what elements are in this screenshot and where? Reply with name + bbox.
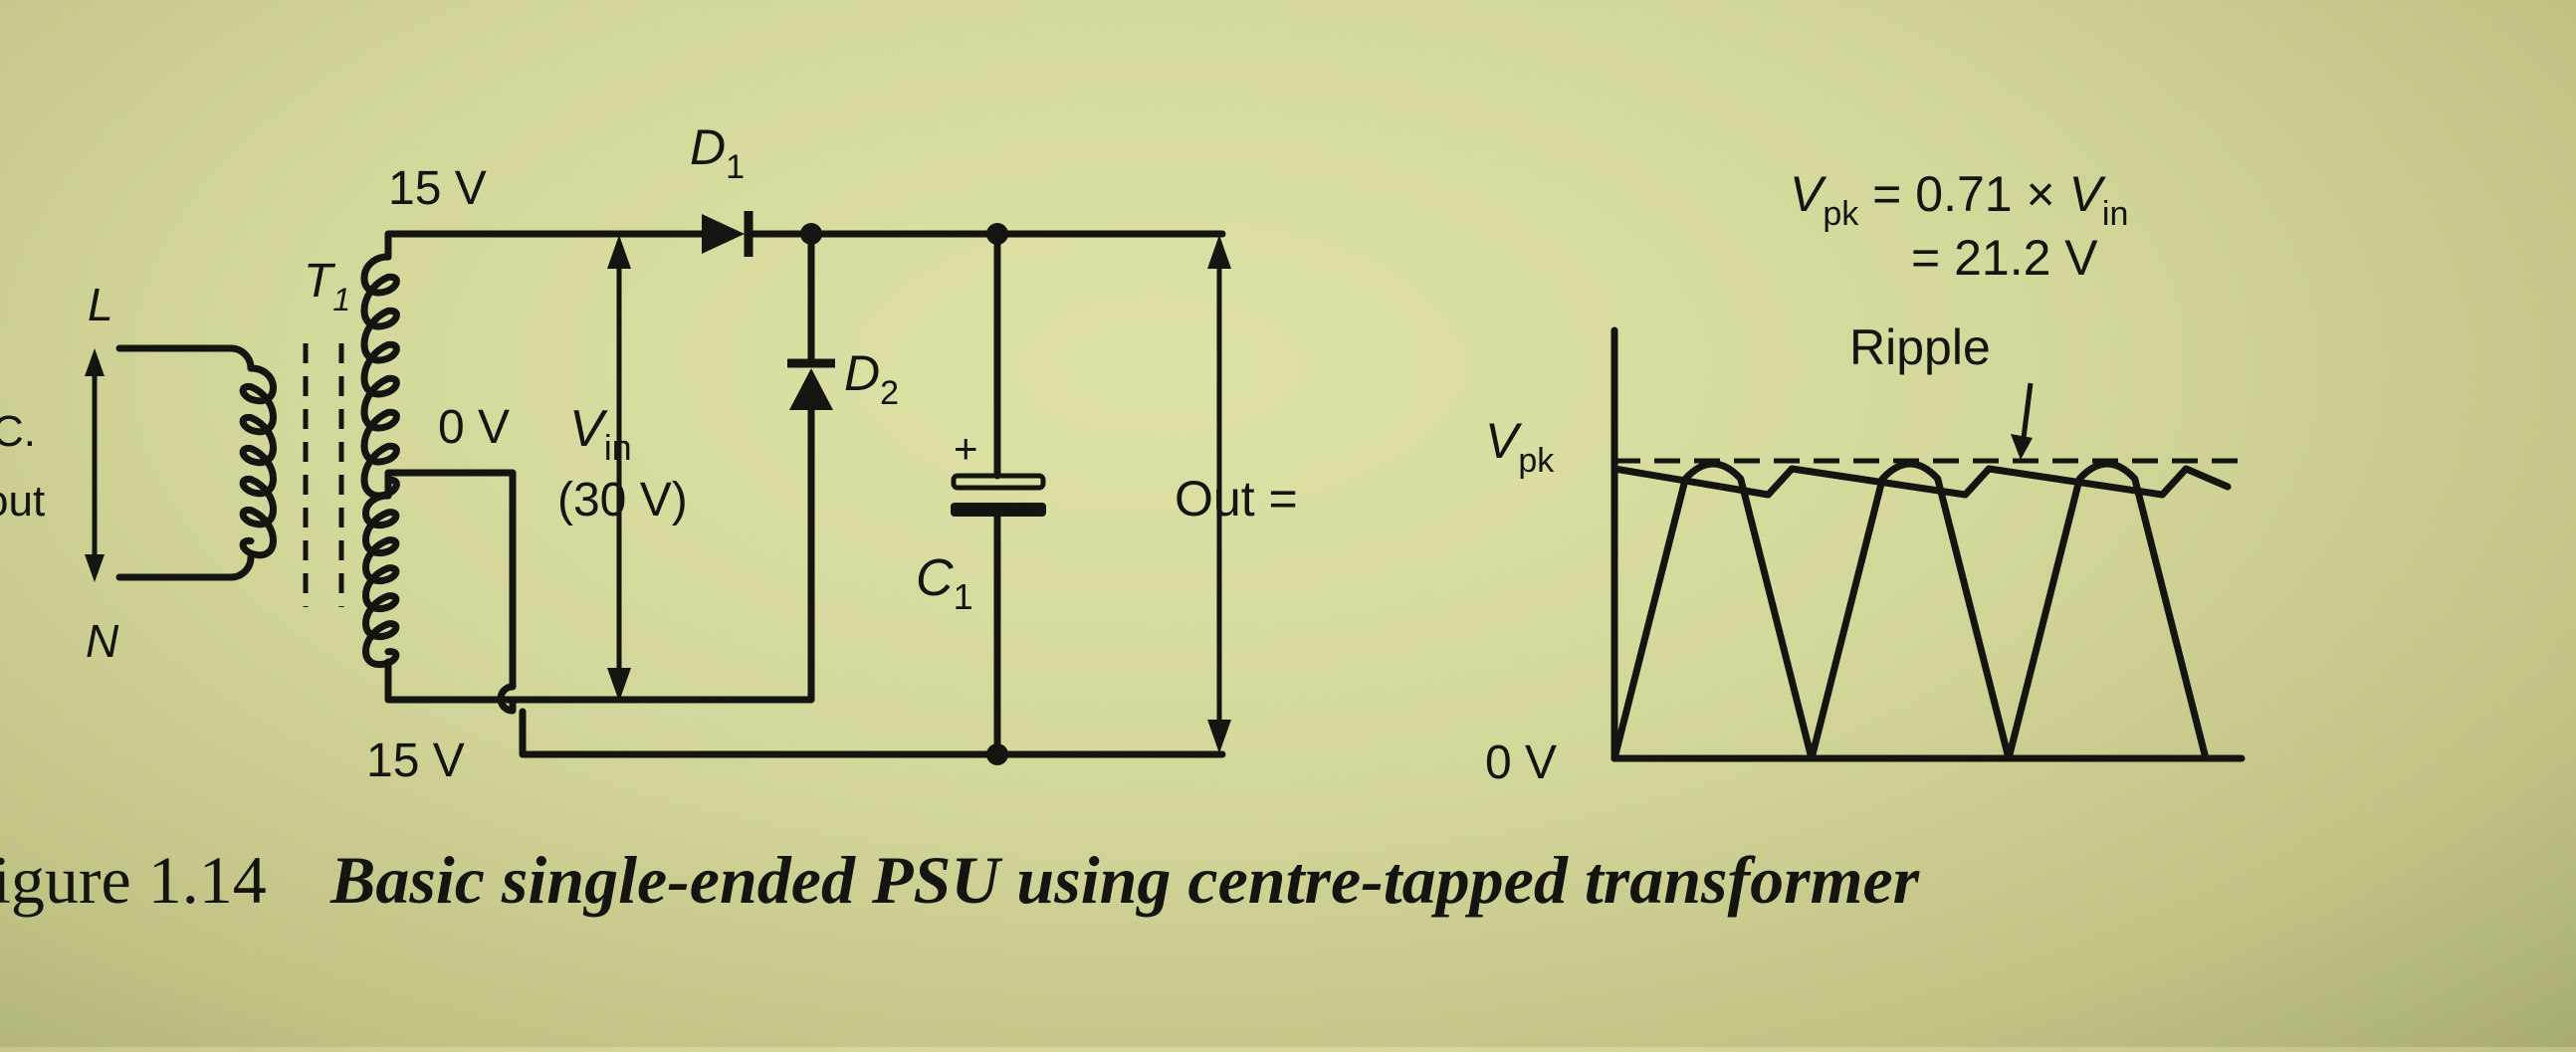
input-arrow [85,348,105,582]
vin-value: (30 V) [557,474,688,526]
figure-caption: igure 1.14 Basic single-ended PSU using … [0,841,2576,931]
caption-text: Basic single-ended PSU using centre-tapp… [330,842,1920,918]
junction-node [986,743,1008,765]
zero-axis-label: 0 V [1485,736,1557,789]
c1-polarity: + [954,425,978,472]
d2-return-rail [384,434,815,704]
vin-label: Vin [569,400,632,468]
waveform-hump [1808,460,2013,762]
junction-node [986,223,1008,245]
c1-label: C1 [916,549,973,617]
junction-node [800,223,822,245]
capacitor-c1 [951,230,1046,758]
transformer-label: T1 [304,255,350,317]
ripple-pointer [2011,382,2034,460]
transformer-core [303,343,344,607]
ac-label: C. [0,407,36,456]
tap-center-label: 0 V [438,401,510,454]
waveform-hump [1610,460,1816,762]
vpk-axis-label: Vpk [1485,413,1555,480]
tap-top-label: 15 V [388,162,487,215]
tap-bottom-label: 15 V [366,735,465,787]
neutral-label: N [86,615,119,667]
input-label: out [0,477,45,526]
primary-winding [115,344,277,581]
waveform-plot [1610,326,2252,762]
ripple-label: Ripple [1849,319,1991,375]
output-arrow [1207,235,1231,753]
output-label: Out = [1175,471,1298,526]
caption-label: igure 1.14 [0,842,267,918]
diode-d1 [702,211,753,257]
vpk-result: = 21.2 V [1911,230,2098,286]
d2-label: D2 [844,345,899,412]
rectified-humps [1610,460,2210,762]
waveform-hump [2005,460,2210,762]
line-label: L [88,279,113,330]
diode-d2 [787,230,835,442]
vpk-formula: Vpk = 0.71 × Vin [1790,166,2128,233]
secondary-winding [360,253,400,669]
d1-label: D1 [690,119,745,186]
bottom-rail [519,708,1226,758]
vin-arrow [607,235,631,702]
center-tap-wire [384,469,517,715]
ripple-envelope [1610,465,2232,499]
